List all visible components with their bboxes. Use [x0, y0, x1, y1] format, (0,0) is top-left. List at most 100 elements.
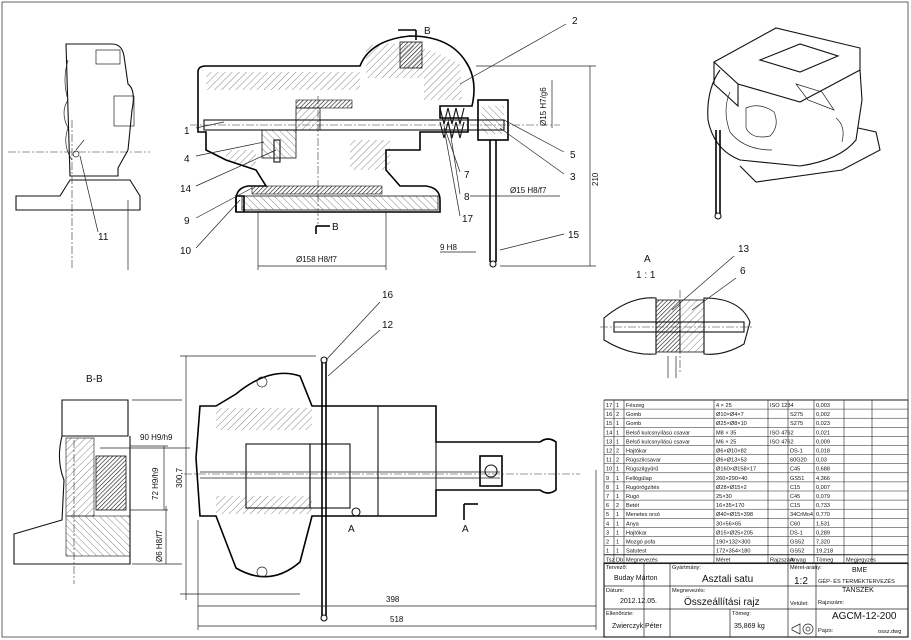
callout-9: 9	[184, 216, 190, 227]
parts-row-10-name: Rúgszilgyűrű	[626, 467, 658, 473]
parts-row-7-mass: 0,079	[816, 494, 830, 500]
parts-row-8-mass: 0,007	[816, 485, 830, 491]
tb-mass: 35,869 kg	[734, 623, 765, 630]
parts-row-13-size: M6 × 25	[716, 439, 736, 445]
parts-row-12-name: Hajtókar	[626, 449, 647, 455]
parts-row-16-name: Gomb	[626, 412, 641, 418]
parts-row-5-size: Ø40×Ø15×398	[716, 512, 753, 518]
parts-row-8-name: Rugórögzítés	[626, 485, 659, 491]
parts-row-16-tsz: 16	[606, 412, 612, 418]
parts-row-14-mass: 0,021	[816, 430, 830, 436]
parts-row-10-mat: C45	[790, 467, 800, 473]
parts-row-4-mass: 1,531	[816, 521, 830, 527]
parts-row-3-tsz: 3	[606, 530, 609, 536]
parts-row-9-db: 1	[616, 476, 619, 482]
parts-row-4-db: 1	[616, 521, 619, 527]
parts-row-12-mass: 0,018	[816, 449, 830, 455]
tb-checker-label: Ellenőrizte:	[606, 611, 634, 617]
parts-row-9-name: Fellógülap	[626, 476, 652, 482]
dim-300: 300,7	[175, 467, 184, 488]
parts-row-14-tsz: 14	[606, 430, 612, 436]
parts-row-15-tsz: 15	[606, 421, 612, 427]
parts-row-6-tsz: 6	[606, 503, 609, 509]
parts-row-17-mass: 0,003	[816, 403, 830, 409]
parts-row-12-mat: DS-1	[790, 449, 803, 455]
front-section-view	[190, 29, 596, 270]
parts-row-1-mat: GS52	[790, 549, 804, 555]
projection-symbol-icon	[791, 623, 814, 635]
parts-row-9-tsz: 9	[606, 476, 609, 482]
callout-6: 6	[740, 266, 746, 277]
top-view	[180, 355, 597, 630]
tb-org-3: TANSZÉK	[842, 585, 874, 594]
parts-row-17-size: 4 × 25	[716, 403, 732, 409]
dim-6: Ø6 H8/f7	[155, 529, 164, 562]
isometric-view	[707, 27, 881, 220]
parts-row-2-mat: GS52	[790, 540, 804, 546]
parts-row-14-size: M8 × 35	[716, 430, 736, 436]
parts-row-4-tsz: 4	[606, 521, 609, 527]
parts-row-3-size: Ø15×Ø25×205	[716, 530, 753, 536]
parts-row-13-mass: 0,009	[816, 439, 830, 445]
parts-row-8-db: 1	[616, 485, 619, 491]
parts-row-17-name: Fészeg	[626, 403, 644, 409]
tb-date-label: Dátum:	[606, 588, 624, 594]
tb-org-2: GÉP- ÉS TERMÉKTERVEZÉS	[818, 578, 895, 585]
parts-row-8-mat: C15	[790, 485, 800, 491]
parts-row-17-db: 1	[616, 403, 619, 409]
dim-pin-fit: Ø15 H7/g6	[539, 87, 548, 126]
front-callouts	[195, 23, 567, 251]
parts-row-7-db: 1	[616, 494, 619, 500]
parts-row-6-size: 16×35×170	[716, 503, 744, 509]
parts-row-10-mass: 0,688	[816, 467, 830, 473]
tb-item-label: Gyártmány:	[672, 565, 701, 571]
parts-header-name: Megnevezés	[626, 558, 658, 564]
parts-row-16-mat: S275	[790, 412, 803, 418]
parts-row-2-tsz: 2	[606, 540, 609, 546]
parts-row-12-tsz: 12	[606, 449, 612, 455]
parts-row-16-mass: 0,002	[816, 412, 830, 418]
callout-8: 8	[464, 192, 470, 203]
parts-row-7-tsz: 7	[606, 494, 609, 500]
tb-item: Asztali satu	[702, 574, 753, 585]
parts-row-6-mass: 0,733	[816, 503, 830, 509]
parts-row-11-tsz: 11	[606, 458, 612, 464]
tb-drawno-label: Rajzszám:	[818, 600, 845, 606]
side-view-left	[8, 43, 150, 270]
callout-4: 4	[184, 154, 190, 165]
parts-row-14-name: Belső kulcsnyílású csavar	[626, 430, 690, 436]
parts-row-3-mat: DS-1	[790, 530, 803, 536]
parts-row-3-db: 1	[616, 530, 619, 536]
parts-row-4-mat: C60	[790, 521, 800, 527]
parts-header-tsz: Tsz	[606, 558, 615, 564]
tb-date: 2012.12.05.	[620, 598, 657, 605]
parts-row-7-size: 25×30	[716, 494, 732, 500]
parts-row-6-name: Betét	[626, 503, 640, 509]
parts-row-13-std: ISO 4762	[770, 439, 794, 445]
parts-row-14-std: ISO 4762	[770, 430, 794, 436]
parts-header-note: Megjegyzés	[846, 558, 876, 564]
parts-row-9-mass: 4,366	[816, 476, 830, 482]
parts-row-15-db: 1	[616, 421, 619, 427]
parts-row-11-db: 2	[616, 458, 619, 464]
parts-row-1-size: 172×354×180	[716, 549, 751, 555]
tb-org-1: BME	[852, 567, 868, 574]
parts-header-size: Méret	[716, 558, 731, 564]
tb-designer: Buday Márton	[614, 575, 658, 582]
parts-row-2-db: 1	[616, 540, 619, 546]
parts-row-3-mass: 0,289	[816, 530, 830, 536]
tb-sheet-label: Pajzs:	[818, 628, 834, 634]
parts-row-5-tsz: 5	[606, 512, 609, 518]
parts-row-11-mass: 0,03	[816, 458, 827, 464]
parts-row-10-db: 1	[616, 467, 619, 473]
parts-row-15-mass: 0,023	[816, 421, 830, 427]
parts-row-1-tsz: 1	[606, 549, 609, 555]
parts-row-8-size: Ø28×Ø15×2	[716, 485, 747, 491]
tb-scale-label: Méret-arány:	[790, 565, 822, 571]
tb-drawing-name: Összeállítási rajz	[684, 596, 760, 608]
parts-row-2-size: 190×132×300	[716, 540, 751, 546]
parts-row-5-mat: 34CrMo4	[790, 512, 813, 518]
tb-checker: Zwierczyk Péter	[612, 623, 662, 630]
